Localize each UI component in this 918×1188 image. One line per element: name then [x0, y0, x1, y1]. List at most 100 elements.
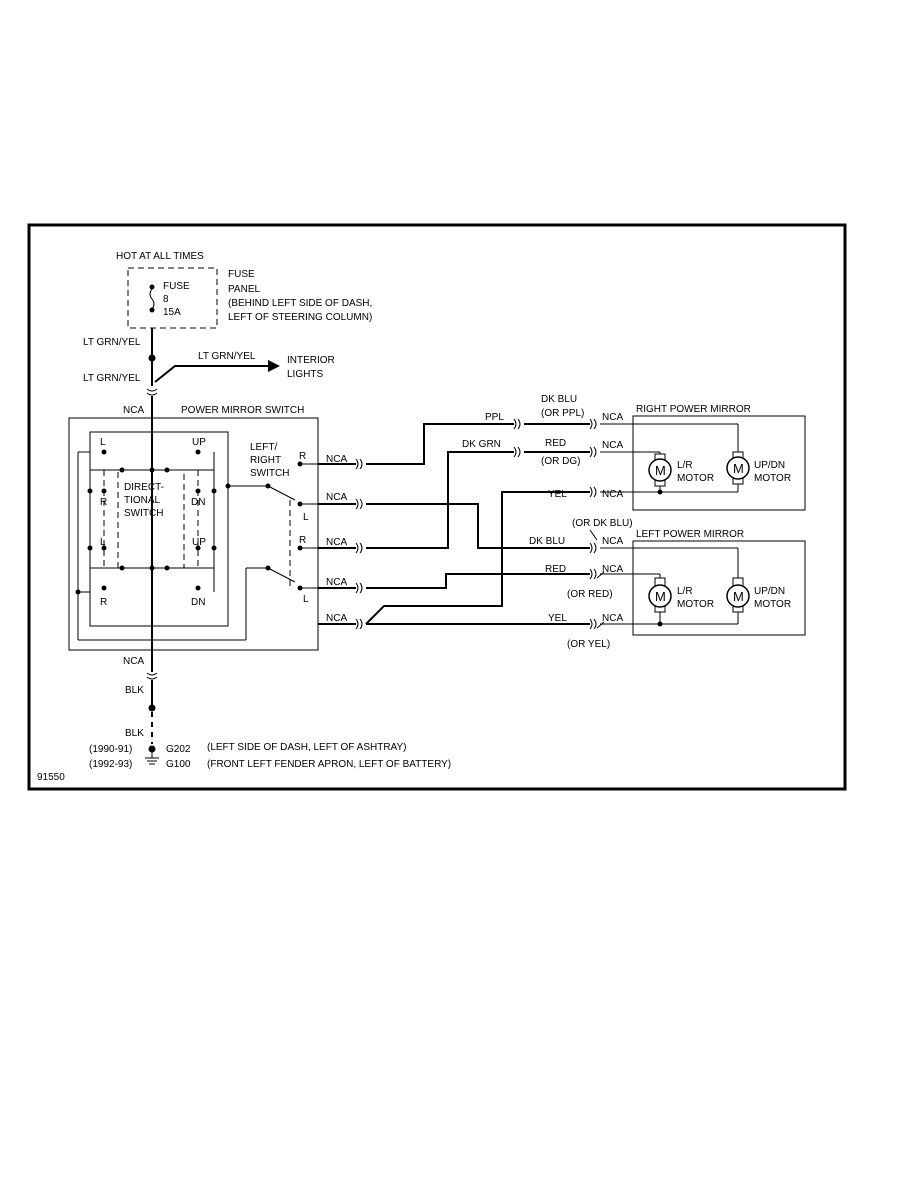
hot-label: HOT AT ALL TIMES — [116, 251, 204, 262]
ground-year-1: (1990-91) — [89, 744, 132, 755]
motor-symbol: M — [655, 589, 666, 604]
switch-nca-top: NCA — [123, 405, 144, 416]
harness-wires — [318, 423, 590, 625]
left-mirror-box — [632, 540, 806, 636]
wire-label-or-red: (OR RED) — [567, 589, 613, 600]
switch-label-l-1: L — [100, 437, 106, 448]
switch-title: POWER MIRROR SWITCH — [181, 405, 304, 416]
switch-internal-wiring — [77, 418, 268, 650]
fuse-number: 8 — [163, 294, 169, 305]
wire-label-blk-2: BLK — [125, 728, 144, 739]
lr-label-l-1: L — [303, 512, 309, 523]
connector-icon — [146, 388, 158, 396]
nca-label-5: NCA — [326, 613, 347, 624]
diagram-id: 91550 — [37, 772, 65, 783]
nca-label-2: NCA — [326, 492, 347, 503]
nca-label-4: NCA — [326, 577, 347, 588]
right-ud-motor-label-2: MOTOR — [754, 473, 791, 484]
switch-contacts — [75, 449, 231, 595]
wire-label-or-yel: (OR YEL) — [567, 639, 610, 650]
directional-switch-label-1: DIRECT- — [124, 482, 164, 493]
motor-symbol: M — [655, 463, 666, 478]
left-mirror-title: LEFT POWER MIRROR — [636, 529, 744, 540]
switch-label-dn-2: DN — [191, 597, 205, 608]
mirror-nca-6: NCA — [602, 613, 623, 624]
nca-label-3: NCA — [326, 537, 347, 548]
wire-label-ltgrnyel-bottom: LT GRN/YEL — [83, 373, 141, 384]
directional-switch-label-2: TIONAL — [124, 495, 161, 506]
wire-label-dkgrn: DK GRN — [462, 439, 501, 450]
right-mirror-box — [632, 415, 806, 511]
wire-label-ltgrnyel-top: LT GRN/YEL — [83, 337, 141, 348]
lr-label-r-1: R — [299, 451, 306, 462]
wire-label-yel-bottom: YEL — [548, 613, 567, 624]
switch-label-r-2: R — [100, 597, 107, 608]
switch-label-l-2: L — [100, 537, 106, 548]
left-ud-motor-label-1: UP/DN — [754, 586, 785, 597]
right-mirror-title: RIGHT POWER MIRROR — [636, 404, 751, 415]
wire-label-dkblu-mid: DK BLU — [529, 536, 565, 547]
wire-label-blk-1: BLK — [125, 685, 144, 696]
wire-label-ltgrnyel-branch: LT GRN/YEL — [198, 351, 256, 362]
wire-label-or-ppl: (OR PPL) — [541, 408, 584, 419]
motor-symbol: M — [733, 461, 744, 476]
ground-icon — [148, 745, 156, 753]
ground-nca-label: NCA — [123, 656, 144, 667]
right-lr-motor-label-1: L/R — [677, 460, 693, 471]
fuse-symbol — [149, 284, 155, 313]
lr-switch-blades — [267, 485, 296, 583]
wire-label-red-top: RED — [545, 438, 566, 449]
wire-label-yel-top: YEL — [548, 489, 567, 500]
fuse-panel-label-2: PANEL — [228, 284, 260, 295]
wire-label-red-mid: RED — [545, 564, 566, 575]
fuse-name: FUSE — [163, 281, 190, 292]
ground-location-2: (FRONT LEFT FENDER APRON, LEFT OF BATTER… — [207, 759, 451, 770]
fuse-panel-label-3: (BEHIND LEFT SIDE OF DASH, — [228, 298, 372, 309]
lr-switch-label-3: SWITCH — [250, 468, 289, 479]
left-ud-motor-label-2: MOTOR — [754, 599, 791, 610]
ground-symbol-icon — [145, 752, 159, 765]
switch-label-up-2: UP — [192, 537, 206, 548]
wire-label-dkblu-top: DK BLU — [541, 394, 577, 405]
splice-dot — [148, 354, 156, 362]
ground-year-2: (1992-93) — [89, 759, 132, 770]
mirror-nca-3: NCA — [602, 489, 623, 500]
wire-label-or-dkblu: (OR DK BLU) — [572, 518, 633, 529]
arrow-head-icon — [268, 360, 280, 372]
right-ud-motor-label-1: UP/DN — [754, 460, 785, 471]
directional-switch-label-3: SWITCH — [124, 508, 163, 519]
ground-location-1: (LEFT SIDE OF DASH, LEFT OF ASHTRAY) — [207, 742, 406, 753]
mirror-nca-4: NCA — [602, 536, 623, 547]
right-lr-motor: M — [648, 453, 672, 487]
fuse-panel-box — [127, 267, 218, 329]
mirror-nca-5: NCA — [602, 564, 623, 575]
switch-label-r-1: R — [100, 497, 107, 508]
interior-lights-label-1: INTERIOR — [287, 355, 335, 366]
right-lr-motor-label-2: MOTOR — [677, 473, 714, 484]
switch-label-dn-1: DN — [191, 497, 205, 508]
left-lr-motor: M — [648, 577, 672, 613]
fuse-rating: 15A — [163, 307, 181, 318]
mirror-nca-2: NCA — [602, 440, 623, 451]
diagram-frame — [27, 223, 847, 791]
lr-switch-label-1: LEFT/ — [250, 442, 277, 453]
ground-g100: G100 — [166, 759, 191, 770]
lr-switch-label-2: RIGHT — [250, 455, 281, 466]
fuse-panel-label-1: FUSE — [228, 269, 255, 280]
right-updn-motor: M — [726, 451, 750, 485]
interior-branch-wire — [154, 365, 268, 383]
wire-label-or-dg: (OR DG) — [541, 456, 580, 467]
wire-label-ppl: PPL — [485, 412, 504, 423]
nca-label-1: NCA — [326, 454, 347, 465]
lr-label-r-2: R — [299, 535, 306, 546]
ground-g202: G202 — [166, 744, 191, 755]
left-updn-motor: M — [726, 577, 750, 613]
power-mirror-switch-box — [68, 417, 319, 651]
mirror-nca-1: NCA — [602, 412, 623, 423]
interior-lights-label-2: LIGHTS — [287, 369, 323, 380]
left-lr-motor-label-1: L/R — [677, 586, 693, 597]
motor-symbol: M — [733, 589, 744, 604]
lr-label-l-2: L — [303, 594, 309, 605]
switch-label-up-1: UP — [192, 437, 206, 448]
